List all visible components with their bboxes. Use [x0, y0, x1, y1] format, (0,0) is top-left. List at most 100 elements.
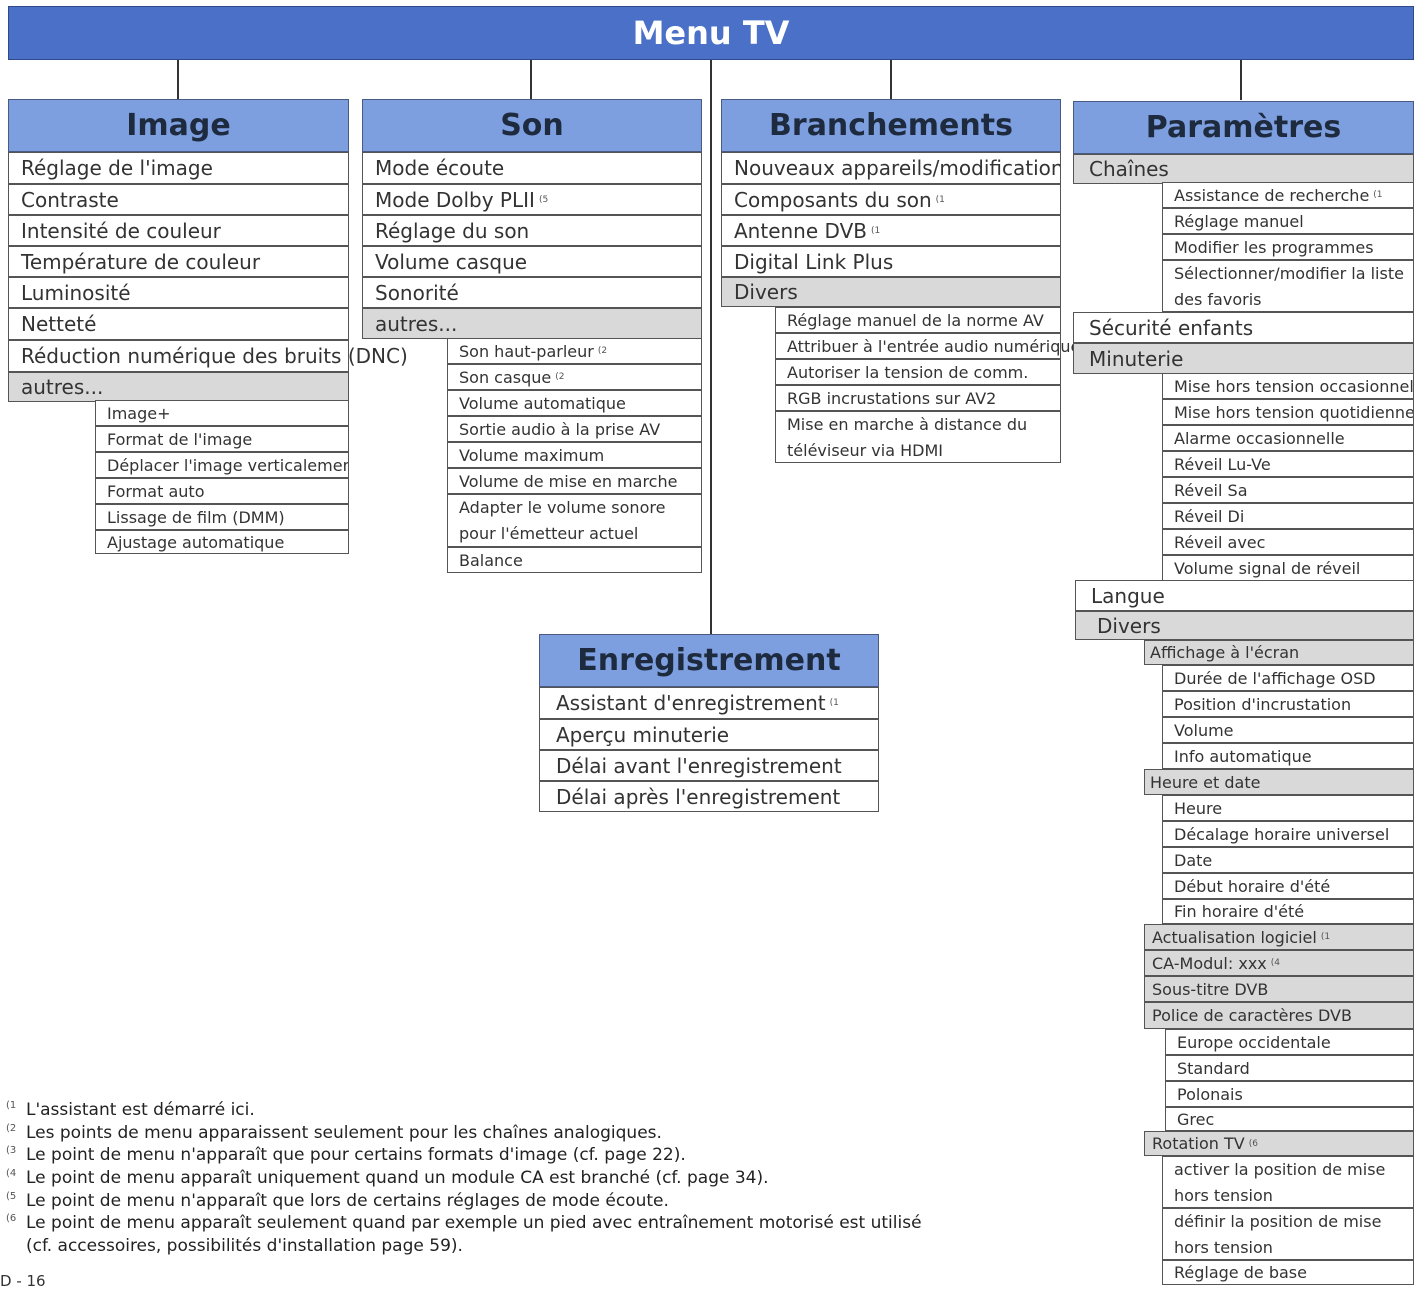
item-label: Polonais: [1177, 1084, 1243, 1104]
footnote-text: L'assistant est démarré ici.: [26, 1100, 255, 1120]
menu-item[interactable]: Réglage du son: [362, 215, 702, 246]
submenu-item[interactable]: Durée de l'affichage OSD: [1162, 665, 1414, 691]
item-label: Format auto: [107, 481, 205, 501]
menu-item[interactable]: Température de couleur: [8, 246, 349, 277]
submenu-item[interactable]: Europe occidentale: [1165, 1029, 1414, 1055]
submenu-group-soustitre[interactable]: Sous-titre DVB: [1144, 976, 1414, 1002]
menu-item-minuterie[interactable]: Minuterie: [1073, 343, 1414, 374]
submenu-item[interactable]: Déplacer l'image verticalement(3: [95, 452, 349, 478]
submenu-item[interactable]: Volume signal de réveil: [1162, 555, 1414, 581]
menu-item[interactable]: Aperçu minuterie: [539, 719, 879, 750]
item-label: Réglage manuel de la norme AV: [787, 310, 1044, 330]
submenu-item[interactable]: Standard: [1165, 1055, 1414, 1081]
item-label: Adapter le volume sonore pour l'émetteur…: [459, 498, 666, 543]
submenu-item[interactable]: Adapter le volume sonore pour l'émetteur…: [447, 494, 702, 547]
submenu-item[interactable]: Mise hors tension occasionnelle: [1162, 373, 1414, 399]
menu-item[interactable]: Mode Dolby PLII(5: [362, 184, 702, 215]
submenu-item[interactable]: Réveil avec: [1162, 529, 1414, 555]
submenu-item[interactable]: Alarme occasionnelle: [1162, 425, 1414, 451]
submenu-item[interactable]: Volume automatique: [447, 390, 702, 416]
menu-item[interactable]: Réduction numérique des bruits (DNC): [8, 340, 408, 372]
submenu-item[interactable]: Format de l'image: [95, 426, 349, 452]
submenu-item[interactable]: Sélectionner/modifier la liste des favor…: [1162, 260, 1414, 312]
submenu-group-rotation[interactable]: Rotation TV(6: [1144, 1131, 1414, 1156]
submenu-group-affichage[interactable]: Affichage à l'écran: [1144, 640, 1414, 665]
menu-item[interactable]: Sonorité: [362, 277, 702, 308]
menu-item-more[interactable]: autres...: [362, 308, 702, 339]
submenu-item[interactable]: Lissage de film (DMM): [95, 504, 349, 530]
submenu-item[interactable]: Position d'incrustation: [1162, 691, 1414, 717]
submenu-item[interactable]: Attribuer à l'entrée audio numérique: [775, 333, 1080, 359]
submenu-group-heure[interactable]: Heure et date: [1144, 769, 1414, 795]
submenu-item[interactable]: Mise hors tension quotidienne: [1162, 399, 1414, 425]
submenu-item[interactable]: Son casque(2: [447, 364, 702, 390]
submenu-item[interactable]: Début horaire d'été: [1162, 873, 1414, 899]
submenu-item[interactable]: Fin horaire d'été: [1162, 899, 1414, 924]
menu-item[interactable]: Nouveaux appareils/modifications: [721, 152, 1061, 184]
submenu-item[interactable]: Réveil Sa: [1162, 477, 1414, 503]
submenu-item[interactable]: Modifier les programmes: [1162, 234, 1414, 260]
submenu-item[interactable]: Volume maximum: [447, 442, 702, 468]
menu-item[interactable]: Délai après l'enregistrement: [539, 781, 879, 812]
item-label: Déplacer l'image verticalement: [107, 455, 349, 475]
submenu-item[interactable]: Réglage manuel de la norme AV: [775, 307, 1061, 333]
item-label: Volume casque: [375, 249, 528, 274]
submenu-item[interactable]: Réglage de base: [1162, 1260, 1414, 1285]
menu-item[interactable]: Mode écoute: [362, 152, 702, 184]
submenu-item[interactable]: Polonais: [1165, 1081, 1414, 1107]
item-label: Actualisation logiciel: [1152, 927, 1317, 947]
menu-item-securite[interactable]: Sécurité enfants: [1073, 312, 1414, 343]
item-label: Affichage à l'écran: [1150, 643, 1300, 662]
submenu-item[interactable]: Volume: [1162, 717, 1414, 743]
submenu-item[interactable]: Mise en marche à distance du téléviseur …: [775, 411, 1061, 463]
menu-item[interactable]: Luminosité: [8, 277, 349, 308]
item-label: Sélectionner/modifier la liste des favor…: [1174, 264, 1404, 309]
submenu-item[interactable]: Assistance de recherche(1: [1162, 182, 1414, 208]
menu-item[interactable]: Netteté: [8, 308, 349, 340]
submenu-item[interactable]: Volume de mise en marche: [447, 468, 702, 494]
menu-item-langue[interactable]: Langue: [1075, 580, 1414, 611]
submenu-item[interactable]: Sortie audio à la prise AV: [447, 416, 702, 442]
item-label: Aperçu minuterie: [556, 722, 730, 747]
item-label: Volume maximum: [459, 445, 605, 465]
submenu-item[interactable]: Réveil Di: [1162, 503, 1414, 529]
submenu-item[interactable]: Image+: [95, 400, 349, 426]
menu-item[interactable]: Réglage de l'image: [8, 152, 349, 184]
menu-item[interactable]: Délai avant l'enregistrement: [539, 750, 879, 781]
submenu-group-actualisation[interactable]: Actualisation logiciel(1: [1144, 924, 1414, 950]
submenu-item[interactable]: activer la position de mise hors tension: [1162, 1156, 1414, 1208]
submenu-item[interactable]: définir la position de mise hors tension: [1162, 1208, 1414, 1260]
submenu-item[interactable]: Balance: [447, 547, 702, 573]
item-label: Réglage de l'image: [21, 156, 213, 180]
submenu-group-camodul[interactable]: CA-Modul: xxx(4: [1144, 950, 1414, 976]
menu-item[interactable]: Antenne DVB(1: [721, 215, 1061, 246]
submenu-group-police[interactable]: Police de caractères DVB: [1144, 1002, 1414, 1029]
submenu-item[interactable]: Format auto: [95, 478, 349, 504]
son-header-text: Son: [500, 108, 564, 143]
menu-item[interactable]: Contraste: [8, 184, 349, 215]
submenu-item[interactable]: Date: [1162, 847, 1414, 873]
submenu-item[interactable]: Son haut-parleur(2: [447, 338, 702, 364]
menu-item-chaines[interactable]: Chaînes: [1073, 154, 1414, 184]
menu-item[interactable]: Digital Link Plus: [721, 246, 1061, 277]
page-number: D - 16: [0, 1272, 46, 1290]
footnote-text: Le point de menu n'apparaît que pour cer…: [26, 1145, 686, 1165]
submenu-item[interactable]: Ajustage automatique: [95, 530, 349, 554]
submenu-item[interactable]: Autoriser la tension de comm.: [775, 359, 1061, 385]
submenu-item[interactable]: Grec: [1165, 1107, 1414, 1131]
menu-item-more[interactable]: Divers: [721, 277, 1061, 307]
menu-item-divers[interactable]: Divers: [1075, 611, 1414, 640]
menu-item[interactable]: Assistant d'enregistrement(1: [539, 687, 879, 719]
submenu-item[interactable]: Réveil Lu-Ve: [1162, 451, 1414, 477]
submenu-item[interactable]: Décalage horaire universel: [1162, 821, 1414, 847]
menu-item[interactable]: Intensité de couleur: [8, 215, 349, 246]
menu-item-more[interactable]: autres...: [8, 372, 349, 402]
submenu-item[interactable]: Réglage manuel: [1162, 208, 1414, 234]
submenu-item[interactable]: RGB incrustations sur AV2: [775, 385, 1061, 411]
footnote-text: Le point de menu apparaît uniquement qua…: [26, 1168, 769, 1188]
submenu-item[interactable]: Heure: [1162, 795, 1414, 821]
menu-item[interactable]: Volume casque: [362, 246, 702, 277]
menu-item[interactable]: Composants du son(1: [721, 184, 1061, 215]
submenu-item[interactable]: Info automatique: [1162, 743, 1414, 769]
